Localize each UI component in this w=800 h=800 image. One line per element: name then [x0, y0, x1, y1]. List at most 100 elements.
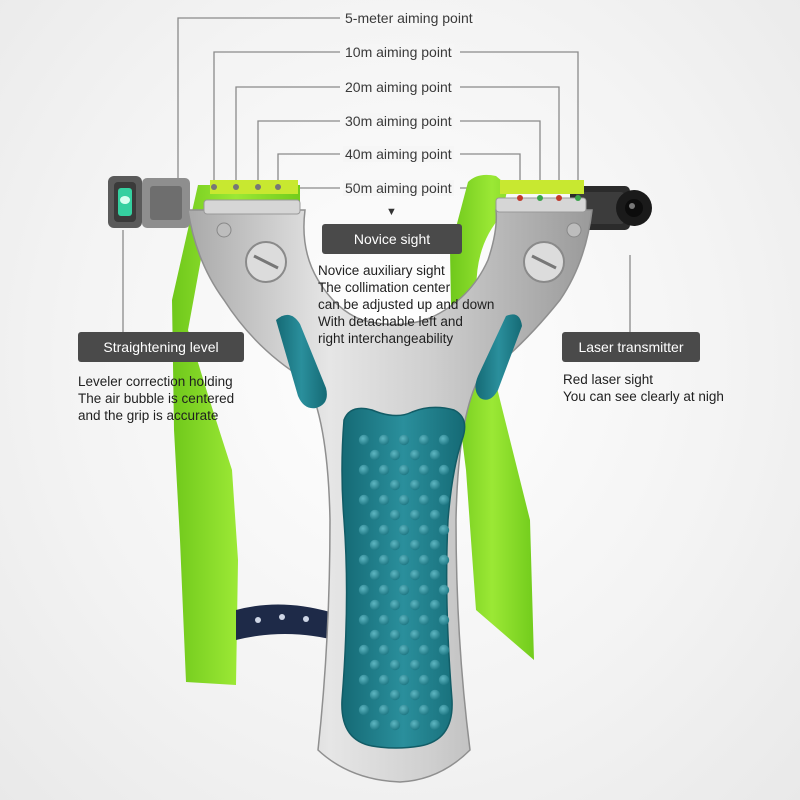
- grip-dot: [429, 569, 441, 581]
- grip-dot: [389, 689, 401, 701]
- grip-dot: [398, 674, 410, 686]
- grip-dot: [389, 539, 401, 551]
- grip-dot: [438, 674, 450, 686]
- grip-dot: [418, 464, 430, 476]
- grip-dot: [358, 674, 370, 686]
- grip-dot: [358, 434, 370, 446]
- aiming-pins: [210, 180, 584, 201]
- grip-dot: [358, 524, 370, 536]
- grip-dot: [378, 704, 390, 716]
- straightening-level-label: Straightening level: [78, 332, 244, 362]
- grip-dot: [389, 599, 401, 611]
- grip-dot: [369, 719, 381, 731]
- grip-dot: [389, 509, 401, 521]
- grip-dot: [358, 464, 370, 476]
- grip-dot: [389, 449, 401, 461]
- grip-dot: [429, 539, 441, 551]
- aim-label-10m: 10m aiming point: [343, 44, 454, 60]
- grip-dot: [409, 449, 421, 461]
- grip-dot: [409, 659, 421, 671]
- novice-sight-label: Novice sight: [322, 224, 462, 254]
- grip-dot: [418, 524, 430, 536]
- grip-dot: [358, 614, 370, 626]
- grip-dot: [358, 554, 370, 566]
- grip-dot: [378, 494, 390, 506]
- grip-dot: [398, 524, 410, 536]
- grip-dot: [418, 614, 430, 626]
- aim-label-40m: 40m aiming point: [343, 146, 454, 162]
- grip-dot: [378, 434, 390, 446]
- grip-dot: [429, 659, 441, 671]
- grip-dot: [358, 644, 370, 656]
- grip-dot: [409, 509, 421, 521]
- grip-dot: [389, 719, 401, 731]
- grip-dot: [409, 479, 421, 491]
- grip-dot: [378, 584, 390, 596]
- grip-dot: [398, 554, 410, 566]
- grip-dot: [378, 644, 390, 656]
- straightening-level: [108, 176, 190, 228]
- grip-dot: [409, 539, 421, 551]
- grip-dot: [378, 614, 390, 626]
- grip-dot: [409, 719, 421, 731]
- grip-dot: [418, 554, 430, 566]
- grip-dot: [438, 644, 450, 656]
- grip-dot: [378, 554, 390, 566]
- laser-transmitter-label: Laser transmitter: [562, 332, 700, 362]
- grip-dot: [369, 599, 381, 611]
- grip-dot: [398, 704, 410, 716]
- grip-dot: [438, 584, 450, 596]
- grip-dot: [398, 494, 410, 506]
- grip-dot: [378, 674, 390, 686]
- grip-dot: [429, 719, 441, 731]
- aim-label-30m: 30m aiming point: [343, 113, 454, 129]
- grip-dot: [409, 599, 421, 611]
- grip-dot: [429, 599, 441, 611]
- grip-dot: [369, 569, 381, 581]
- grip-dot: [418, 434, 430, 446]
- grip-dot: [369, 689, 381, 701]
- grip-dot: [398, 584, 410, 596]
- grip-dot: [369, 449, 381, 461]
- adjustment-screws: [216, 222, 582, 283]
- grip-dot: [418, 494, 430, 506]
- grip-dot: [389, 569, 401, 581]
- grip-dot: [429, 479, 441, 491]
- grip-dot: [378, 464, 390, 476]
- grip-dot: [438, 554, 450, 566]
- laser-transmitter-description: Red laser sight You can see clearly at n…: [563, 372, 724, 404]
- grip-dot: [389, 479, 401, 491]
- straightening-level-description: Leveler correction holding The air bubbl…: [78, 374, 235, 423]
- down-arrow-icon: ▼: [386, 206, 397, 218]
- grip-dot: [438, 524, 450, 536]
- grip-dot: [389, 659, 401, 671]
- grip-dot: [438, 464, 450, 476]
- grip-dot: [409, 689, 421, 701]
- grip-dot: [369, 629, 381, 641]
- grip-dot: [438, 494, 450, 506]
- grip-dot: [369, 479, 381, 491]
- grip-dot: [438, 614, 450, 626]
- grip-dot: [369, 539, 381, 551]
- grip-dot: [358, 494, 370, 506]
- grip-dot: [418, 584, 430, 596]
- grip-dot: [429, 629, 441, 641]
- grip-dot: [398, 464, 410, 476]
- aim-label-50m: 50m aiming point: [343, 180, 454, 196]
- grip-dot: [409, 629, 421, 641]
- grip-dot: [378, 524, 390, 536]
- left-teal-pad: [276, 314, 327, 409]
- grip-dot: [438, 704, 450, 716]
- grip-dot: [358, 584, 370, 596]
- teal-grip: [341, 406, 466, 749]
- grip-dot: [418, 704, 430, 716]
- right-teal-pad: [475, 314, 522, 400]
- novice-sight-description: Novice auxiliary sight The collimation c…: [318, 263, 495, 346]
- grip-texture-dots: [358, 434, 450, 731]
- wrist-strap: [236, 604, 334, 640]
- grip-dot: [429, 509, 441, 521]
- aim-label-5m: 5-meter aiming point: [343, 10, 475, 26]
- grip-dot: [409, 569, 421, 581]
